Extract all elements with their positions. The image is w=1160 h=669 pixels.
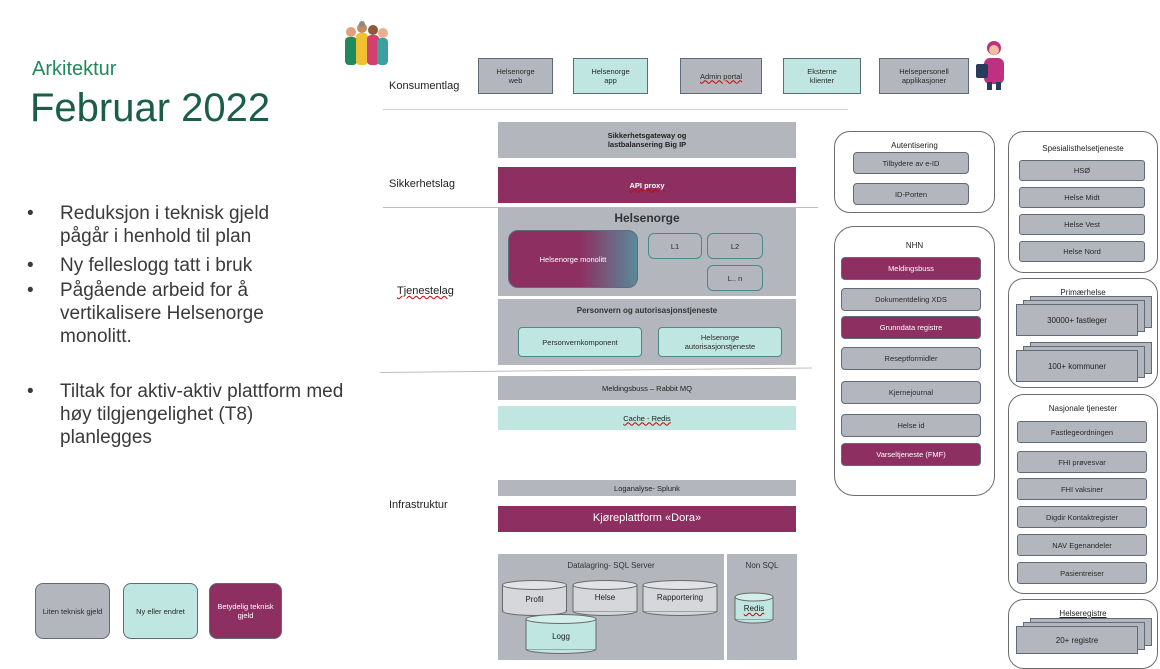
box-ln: L.. n [707,265,763,291]
box-cache-redis: Cache - Redis [498,406,796,430]
box-helsenorge-app: Helsenorge app [573,58,648,94]
bullet-1: •Reduksjon i teknisk gjeld pågår i henho… [27,203,270,248]
legend-liten-teknisk-gjeld: Liten teknisk gjeld [35,583,110,639]
box-nhn-reseptformidler: Reseptformidler [841,347,981,370]
section-subtitle: Arkitektur [32,58,117,80]
container-datalagring-title: Datalagring- SQL Server [567,561,655,570]
layer-label-infrastruktur: Infrastruktur [389,499,448,511]
database-profil: Profil [502,580,567,616]
bullet-2: •Ny felleslogg tatt i bruk [27,255,253,276]
box-pasientreiser: Pasientreiser [1017,562,1147,584]
box-hso: HSØ [1019,160,1145,181]
box-l2: L2 [707,233,763,259]
database-rapportering: Rapportering [642,580,718,616]
stack-registre: 20+ registre [1016,618,1156,662]
box-digdir-kontaktregister: Digdir Kontaktregister [1017,506,1147,528]
box-id-porten: ID-Porten [853,183,969,205]
box-eksterne-klienter: Eksterne klienter [783,58,861,94]
database-redis: Redis [734,592,774,624]
box-helsepersonell-applikasjoner: Helsepersonell applikasjoner [879,58,969,94]
box-nhn-meldingsbuss: Meldingsbuss [841,257,981,280]
box-loganalyse-splunk: Loganalyse- Splunk [498,480,796,496]
box-kjoreplattform-dora: Kjøreplattform «Dora» [498,506,796,532]
container-nonsql-title: Non SQL [745,561,779,570]
box-nhn-dokumentdeling-xds: Dokumentdeling XDS [841,288,981,311]
database-helse: Helse [572,580,638,616]
box-sikkerhetsgateway: Sikkerhetsgateway og lastbalansering Big… [498,122,796,158]
box-fhi-provesvar: FHI prøvesvar [1017,451,1147,473]
box-nhn-varseltjeneste-fmf: Varseltjeneste (FMF) [841,443,981,466]
stack-kommuner: 100+ kommuner [1016,342,1156,386]
box-l1: L1 [648,233,702,259]
box-helse-midt: Helse Midt [1019,187,1145,208]
bullet-3: •Pågående arbeid for å vertikalisere Hel… [27,280,264,348]
people-group-icon [345,21,388,65]
panel-spesialisthelsetjeneste-title: Spesialisthelsetjeneste [1042,144,1124,153]
box-fastlegeordningen: Fastlegeordningen [1017,421,1147,443]
page-title: Februar 2022 [30,86,271,130]
layer-label-sikkerhetslag: Sikkerhetslag [389,178,456,190]
panel-helseregistre-title: Helseregistre [1059,609,1107,618]
container-helsenorge-title: Helsenorge [614,211,680,225]
box-helsenorge-autorisasjonstjeneste: Helsenorge autorisasjonstjeneste [658,327,782,357]
box-meldingsbuss-rabbitmq: Meldingsbuss – Rabbit MQ [498,376,796,400]
divider-line [383,109,848,110]
divider-line [383,207,818,208]
container-personvern-title: Personvern og autorisasjonstjeneste [576,306,718,315]
divider-line [379,367,812,373]
box-helsenorge-monolitt: Helsenorge monolitt [508,230,638,288]
box-nhn-kjernejournal: Kjernejournal [841,381,981,404]
box-tilbydere-av-eid: Tilbydere av e-ID [853,152,969,174]
person-with-tablet-icon [976,41,1004,90]
database-logg: Logg [525,614,597,654]
box-api-proxy: API proxy [498,167,796,203]
legend-ny-eller-endret: Ny eller endret [123,583,198,639]
layer-label-tjenestelag: Tjenestelag [397,285,454,297]
legend-betydelig-teknisk-gjeld: Betydelig teknisk gjeld [209,583,282,639]
panel-autentisering-title: Autentisering [891,141,938,150]
box-nhn-helse-id: Helse id [841,414,981,437]
box-nhn-grunndata-registre: Grunndata registre [841,316,981,339]
panel-primaerhelse-title: Primærhelse [1060,288,1106,297]
box-personvernkomponent: Personvernkomponent [518,327,642,357]
panel-nhn-title: NHN [905,241,924,250]
box-helse-nord: Helse Nord [1019,241,1145,262]
stack-fastleger: 30000+ fastleger [1016,296,1156,340]
panel-nasjonale-tjenester-title: Nasjonale tjenester [1048,404,1118,413]
box-helsenorge-web: Helsenorge web [478,58,553,94]
box-admin-portal: Admin portal [680,58,762,94]
box-nav-egenandeler: NAV Egenandeler [1017,534,1147,556]
bullet-4: •Tiltak for aktiv-aktiv plattform med hø… [27,381,344,449]
box-helse-vest: Helse Vest [1019,214,1145,235]
box-fhi-vaksiner: FHI vaksiner [1017,478,1147,500]
layer-label-konsumentlag: Konsumentlag [389,80,460,92]
